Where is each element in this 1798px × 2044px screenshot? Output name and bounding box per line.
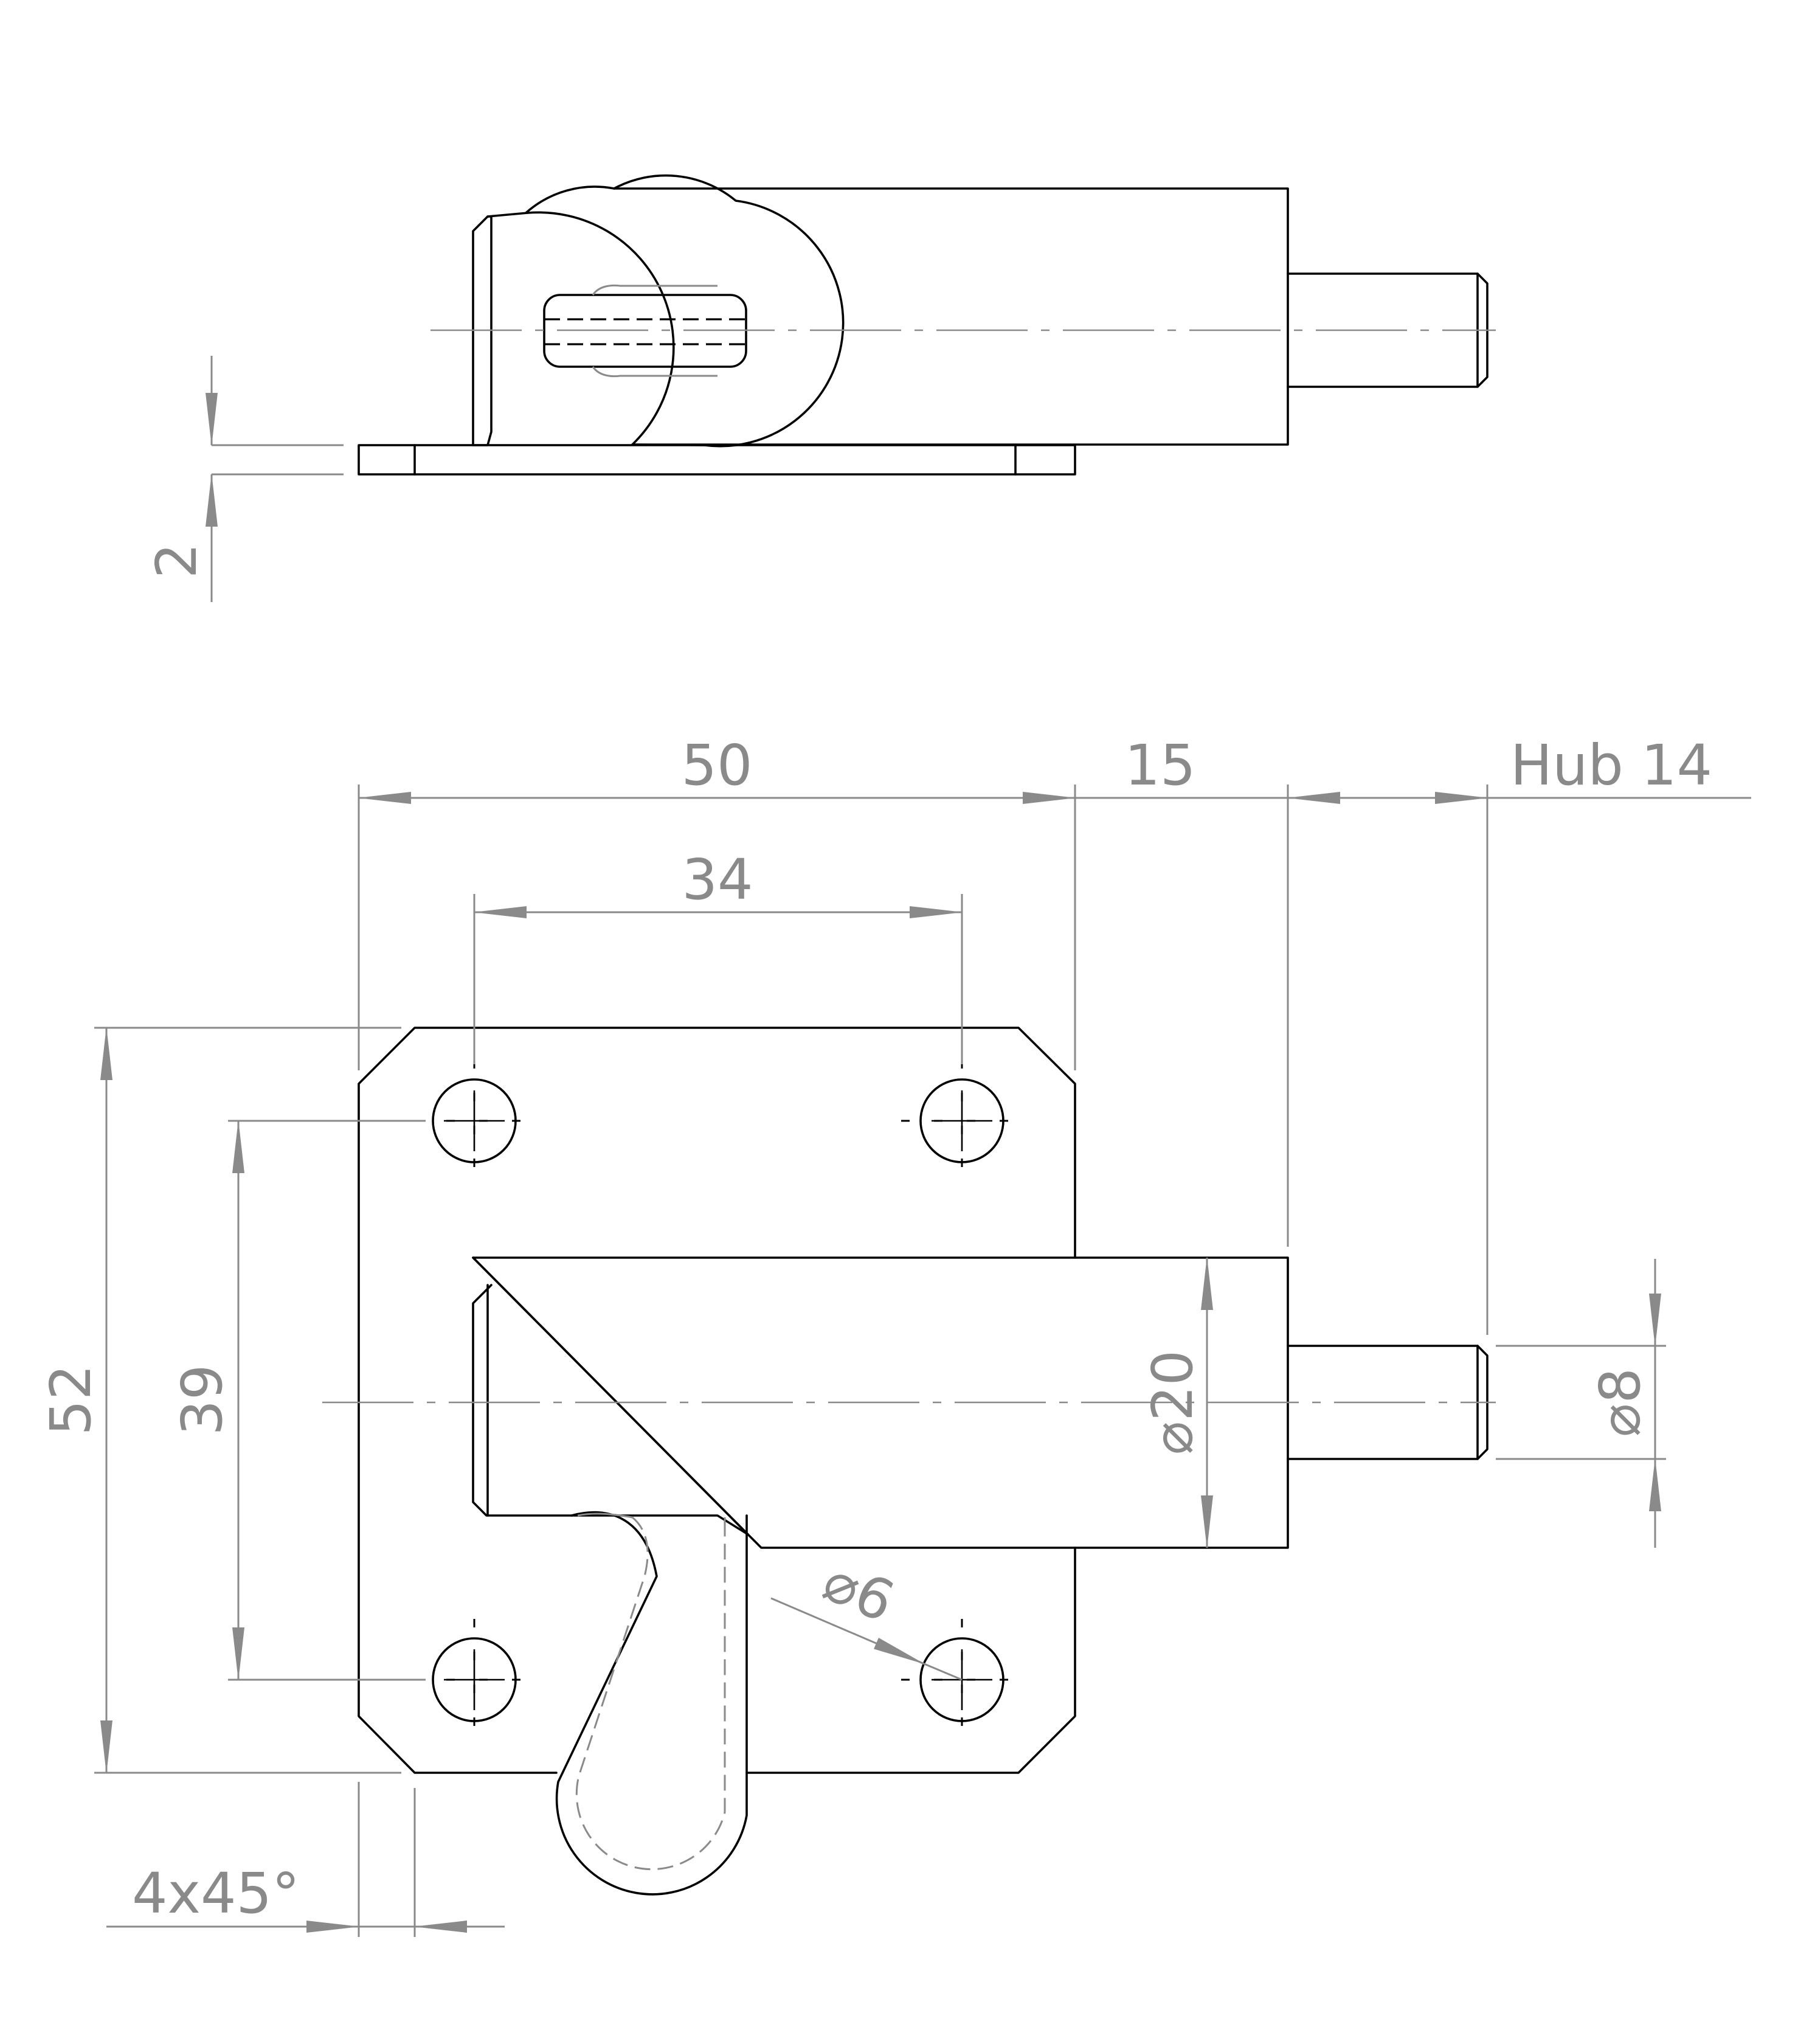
front-view-geometry bbox=[322, 1027, 1496, 1896]
dim-bolt-projection-label: 15 bbox=[1124, 733, 1195, 798]
dim-bolt-projection: 15 bbox=[1075, 733, 1288, 799]
dim-hole-spacing-horizontal: 34 bbox=[473, 847, 963, 918]
dim-stroke-label: Hub 14 bbox=[1510, 733, 1712, 798]
dim-overall-width: 50 bbox=[358, 733, 1076, 804]
dim-bolt-diameter-label: ⌀8 bbox=[1588, 1368, 1653, 1437]
dim-plate-thickness: 2 bbox=[144, 356, 344, 602]
dim-housing-diameter-label: ⌀20 bbox=[1140, 1350, 1205, 1455]
extension-lines bbox=[94, 785, 1666, 1937]
top-view-geometry bbox=[358, 174, 1496, 476]
dim-overall-height: 52 bbox=[38, 1027, 113, 1774]
dim-overall-width-label: 50 bbox=[681, 733, 752, 798]
dim-plate-thickness-label: 2 bbox=[144, 543, 209, 579]
dim-chamfer: 4x45° bbox=[106, 1861, 505, 1933]
dim-hole-spacing-vertical-label: 39 bbox=[170, 1364, 235, 1435]
dim-overall-height-label: 52 bbox=[38, 1364, 103, 1435]
top-view: 2 bbox=[144, 174, 1496, 602]
front-view: 50 15 Hub 14 34 52 39 ⌀20 bbox=[38, 733, 1751, 1937]
mounting-hole-top-right bbox=[901, 1060, 1023, 1182]
mounting-hole-bottom-left bbox=[413, 1619, 535, 1741]
mounting-hole-top-left bbox=[413, 1060, 535, 1182]
dim-bolt-diameter: ⌀8 bbox=[1588, 1259, 1661, 1548]
dim-hole-diameter: ⌀6 bbox=[770, 1548, 963, 1681]
dim-chamfer-label: 4x45° bbox=[132, 1861, 300, 1926]
dim-housing-diameter: ⌀20 bbox=[1140, 1256, 1213, 1549]
dim-stroke: Hub 14 bbox=[1287, 733, 1751, 804]
dim-hole-spacing-horizontal-label: 34 bbox=[682, 847, 753, 912]
dim-hole-spacing-vertical: 39 bbox=[170, 1120, 244, 1681]
